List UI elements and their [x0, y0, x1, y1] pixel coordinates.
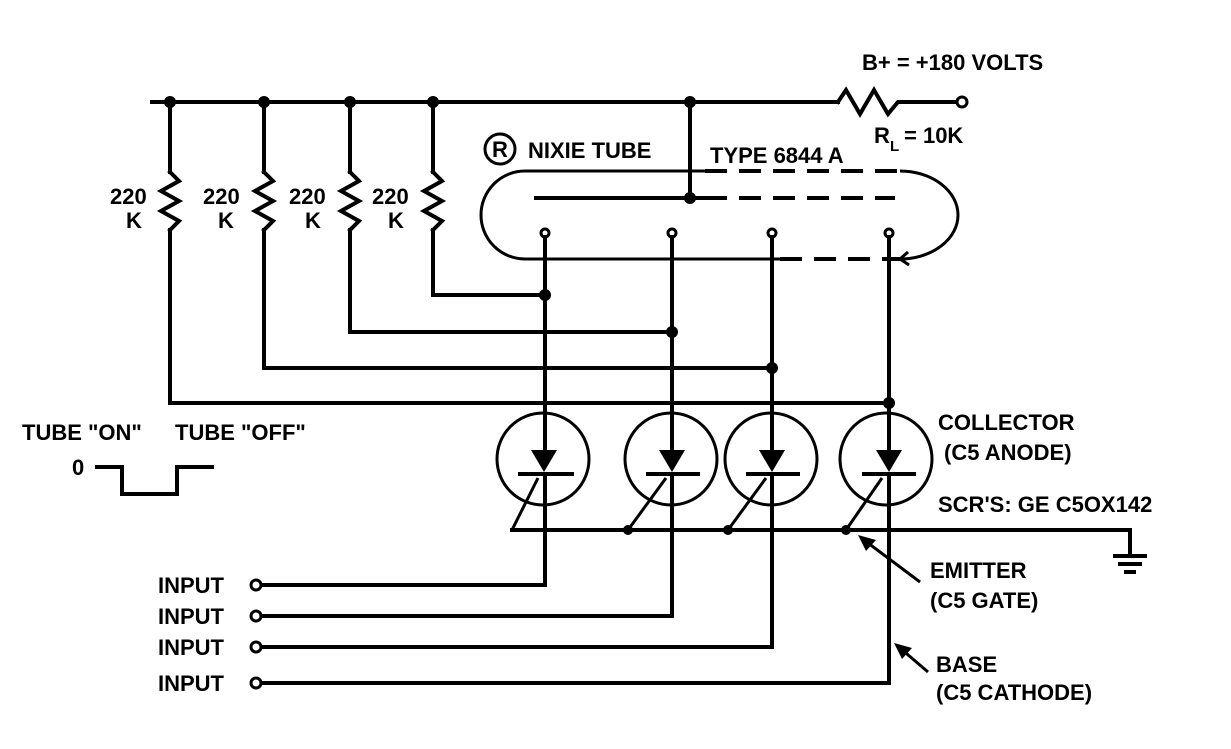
resistor-2-unit: K [218, 208, 234, 233]
resistor-3-unit: K [305, 208, 321, 233]
waveform-on-label: TUBE "ON" [22, 420, 142, 445]
scr-4 [838, 235, 934, 685]
tube-name: NIXIE TUBE [528, 138, 651, 163]
svg-text:L: L [890, 138, 899, 155]
tube-logo: R [492, 137, 508, 162]
scr-2 [623, 235, 719, 618]
scr-3 [723, 235, 819, 649]
resistor-1-unit: K [126, 208, 142, 233]
base-sublabel: (C5 CATHODE) [936, 680, 1092, 705]
emitter-label: EMITTER [930, 558, 1027, 583]
svg-text:R: R [874, 123, 890, 148]
ground-symbol [1113, 554, 1147, 574]
emitter-arrow [858, 535, 921, 584]
input-lines [249, 578, 891, 690]
resistor-3 [336, 100, 364, 334]
emitter-sublabel: (C5 GATE) [930, 588, 1038, 613]
common-ground-line [510, 525, 1132, 558]
b-plus-terminal [955, 95, 969, 109]
resistor-4-value: 220 [372, 184, 409, 209]
tube-type: TYPE 6844 A [710, 143, 844, 168]
waveform-off-label: TUBE "OFF" [175, 420, 306, 445]
input-3-label: INPUT [158, 635, 225, 660]
resistor-3-value: 220 [289, 184, 326, 209]
input-4-label: INPUT [158, 671, 225, 696]
tube-logo-circle [483, 132, 517, 166]
collector-sublabel: (C5 ANODE) [944, 440, 1072, 465]
resistor-1 [156, 100, 184, 405]
resistor-links [168, 289, 895, 409]
resistor-4-unit: K [388, 208, 404, 233]
resistor-2-value: 220 [203, 184, 240, 209]
input-1-label: INPUT [158, 573, 225, 598]
input-2-label: INPUT [158, 604, 225, 629]
waveform-pulse [95, 465, 214, 496]
scr-part-label: SCR'S: GE C5OX142 [938, 492, 1152, 517]
resistor-2 [250, 100, 278, 370]
base-arrow [894, 643, 929, 674]
supply-voltage-label: B+ = +180 VOLTS [862, 50, 1043, 75]
resistor-4 [419, 100, 447, 297]
nixie-tube [479, 100, 960, 267]
load-resistor-label: R L = 10K [874, 123, 963, 155]
b-plus-bus [150, 86, 969, 118]
scr-1 [495, 235, 591, 587]
waveform-zero-label: 0 [72, 455, 84, 480]
base-label: BASE [936, 652, 997, 677]
svg-text:= 10K: = 10K [904, 123, 963, 148]
collector-label: COLLECTOR [938, 410, 1075, 435]
resistor-1-value: 220 [110, 184, 147, 209]
